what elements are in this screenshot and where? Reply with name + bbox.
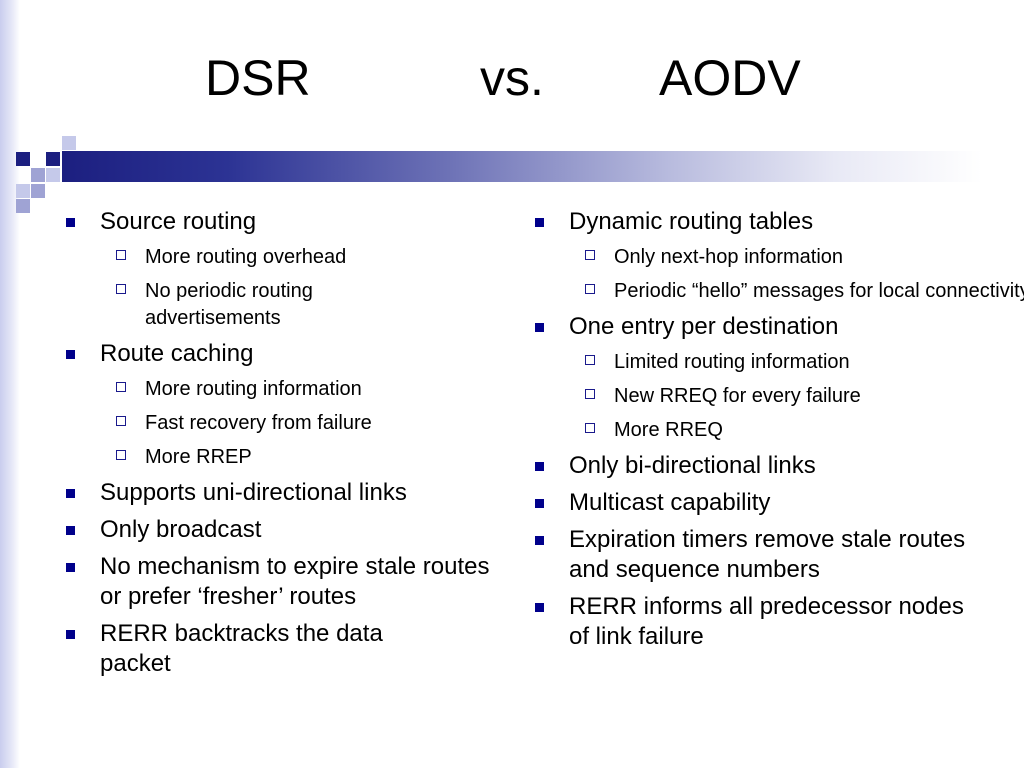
deco-square xyxy=(31,168,45,182)
list-item: Fast recovery from failure xyxy=(62,410,502,437)
slide-title: DSR vs. AODV xyxy=(0,48,1024,112)
filled-square-bullet-icon xyxy=(535,323,544,332)
filled-square-bullet-icon xyxy=(66,218,75,227)
list-item: Limited routing information xyxy=(531,349,981,376)
deco-square xyxy=(46,168,60,182)
title-vs: vs. xyxy=(480,50,544,106)
left-decorative-strip xyxy=(0,0,20,768)
list-item: Only next-hop information xyxy=(531,244,981,271)
hollow-square-bullet-icon xyxy=(585,355,595,365)
deco-square xyxy=(16,184,30,198)
list-item: Route caching xyxy=(62,339,502,369)
title-aodv: AODV xyxy=(659,50,801,106)
hollow-square-bullet-icon xyxy=(116,450,126,460)
deco-square xyxy=(16,199,30,213)
list-item: More RREP xyxy=(62,444,502,471)
deco-square xyxy=(46,152,60,166)
hollow-square-bullet-icon xyxy=(585,250,595,260)
filled-square-bullet-icon xyxy=(535,603,544,612)
list-item: No periodic routing advertisements xyxy=(62,278,405,332)
hollow-square-bullet-icon xyxy=(585,423,595,433)
deco-square xyxy=(62,136,76,150)
deco-square xyxy=(31,184,45,198)
filled-square-bullet-icon xyxy=(535,499,544,508)
list-item: Multicast capability xyxy=(531,488,981,518)
list-item: RERR backtracks the data packet xyxy=(62,619,460,679)
title-divider-bar xyxy=(62,151,982,182)
filled-square-bullet-icon xyxy=(66,350,75,359)
list-item: New RREQ for every failure xyxy=(531,383,981,410)
list-item: More routing overhead xyxy=(62,244,502,271)
filled-square-bullet-icon xyxy=(66,489,75,498)
hollow-square-bullet-icon xyxy=(116,382,126,392)
list-item: More RREQ xyxy=(531,417,981,444)
title-dsr: DSR xyxy=(205,50,311,106)
list-item: RERR informs all predecessor nodes of li… xyxy=(531,592,969,652)
list-item: One entry per destination xyxy=(531,312,981,342)
filled-square-bullet-icon xyxy=(66,630,75,639)
hollow-square-bullet-icon xyxy=(585,284,595,294)
filled-square-bullet-icon xyxy=(66,526,75,535)
aodv-column: Dynamic routing tables Only next-hop inf… xyxy=(531,200,1024,652)
filled-square-bullet-icon xyxy=(535,536,544,545)
hollow-square-bullet-icon xyxy=(116,416,126,426)
list-item: Dynamic routing tables xyxy=(531,207,981,237)
list-item: Expiration timers remove stale routes an… xyxy=(531,525,981,585)
list-item: No mechanism to expire stale routes or p… xyxy=(62,552,502,612)
list-item: Periodic “hello” messages for local conn… xyxy=(531,278,1024,305)
list-item: Supports uni-directional links xyxy=(62,478,502,508)
dsr-column: Source routing More routing overhead No … xyxy=(62,200,502,679)
list-item: Only broadcast xyxy=(62,515,502,545)
list-item: More routing information xyxy=(62,376,502,403)
hollow-square-bullet-icon xyxy=(116,250,126,260)
list-item: Only bi-directional links xyxy=(531,451,981,481)
filled-square-bullet-icon xyxy=(66,563,75,572)
filled-square-bullet-icon xyxy=(535,462,544,471)
hollow-square-bullet-icon xyxy=(116,284,126,294)
deco-square xyxy=(16,152,30,166)
list-item: Source routing xyxy=(62,207,502,237)
filled-square-bullet-icon xyxy=(535,218,544,227)
hollow-square-bullet-icon xyxy=(585,389,595,399)
